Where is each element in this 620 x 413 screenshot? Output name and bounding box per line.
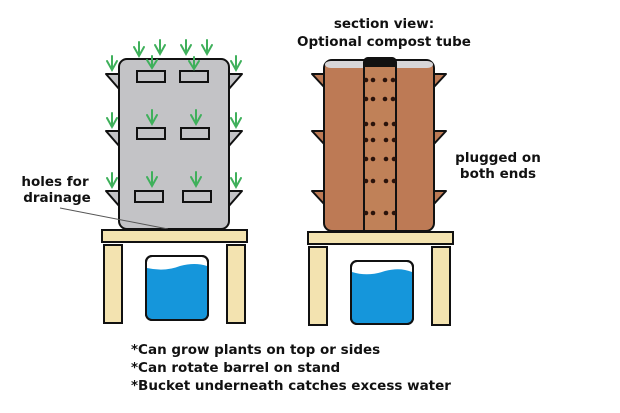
- sprout-icon: [133, 41, 145, 59]
- sprout-icon: [106, 112, 118, 130]
- stand-top: [101, 229, 248, 243]
- sprout-icon: [201, 39, 213, 57]
- sprout-icon: [230, 112, 242, 130]
- sprout-icon: [230, 172, 242, 190]
- planting-hole: [136, 127, 166, 140]
- stand-leg: [431, 246, 451, 326]
- stand-leg: [308, 246, 328, 326]
- front-planting-holes: [134, 70, 212, 203]
- left-bucket: [145, 255, 209, 321]
- compost-tube-title: Optional compost tube: [297, 34, 471, 50]
- gray-barrel: [118, 58, 230, 230]
- drainage-pointer-line: [59, 207, 169, 230]
- sprout-icon: [146, 55, 158, 70]
- planting-hole: [182, 190, 212, 203]
- sprout-icon: [190, 171, 202, 189]
- side-pocket: [227, 73, 243, 91]
- tube-plug-top: [364, 57, 396, 67]
- sprout-icon: [154, 39, 166, 57]
- side-pocket: [105, 73, 121, 91]
- right-bucket: [350, 260, 414, 325]
- sprout-icon: [190, 109, 202, 127]
- planting-hole: [136, 70, 166, 83]
- sprout-icon: [230, 55, 242, 73]
- note-line: *Can grow plants on top or sides: [131, 342, 380, 358]
- plugged-label-line2: both ends: [460, 166, 536, 182]
- plugged-label-line1: plugged on: [455, 150, 541, 166]
- sprout-icon: [188, 56, 200, 71]
- planting-hole: [179, 70, 209, 83]
- sprout-icon: [106, 55, 118, 73]
- sprout-icon: [106, 172, 118, 190]
- note-line: *Can rotate barrel on stand: [131, 360, 340, 376]
- water: [147, 264, 207, 319]
- plant-sprouts: [106, 39, 242, 190]
- section-view-title: section view:: [334, 16, 434, 32]
- compost-tube: [363, 57, 397, 237]
- sprout-icon: [180, 39, 192, 57]
- note-line: *Bucket underneath catches excess water: [131, 378, 451, 394]
- water: [352, 269, 412, 323]
- side-pocket: [227, 190, 243, 208]
- side-pocket: [227, 130, 243, 148]
- left-stand: [101, 229, 248, 324]
- sprout-icon: [146, 109, 158, 127]
- stand-leg: [226, 244, 246, 324]
- side-pocket: [105, 130, 121, 148]
- side-pocket: [105, 190, 121, 208]
- tube-holes: [363, 77, 397, 216]
- drainage-label-line1: holes for: [21, 174, 89, 190]
- planting-hole: [134, 190, 164, 203]
- left-barrel-assembly: [59, 39, 248, 324]
- right-barrel-assembly: [307, 57, 454, 326]
- sprout-icon: [146, 171, 158, 189]
- stand-top: [307, 231, 454, 245]
- right-stand: [307, 231, 454, 326]
- planting-hole: [180, 127, 210, 140]
- stand-leg: [103, 244, 123, 324]
- drainage-label-line2: drainage: [23, 190, 91, 206]
